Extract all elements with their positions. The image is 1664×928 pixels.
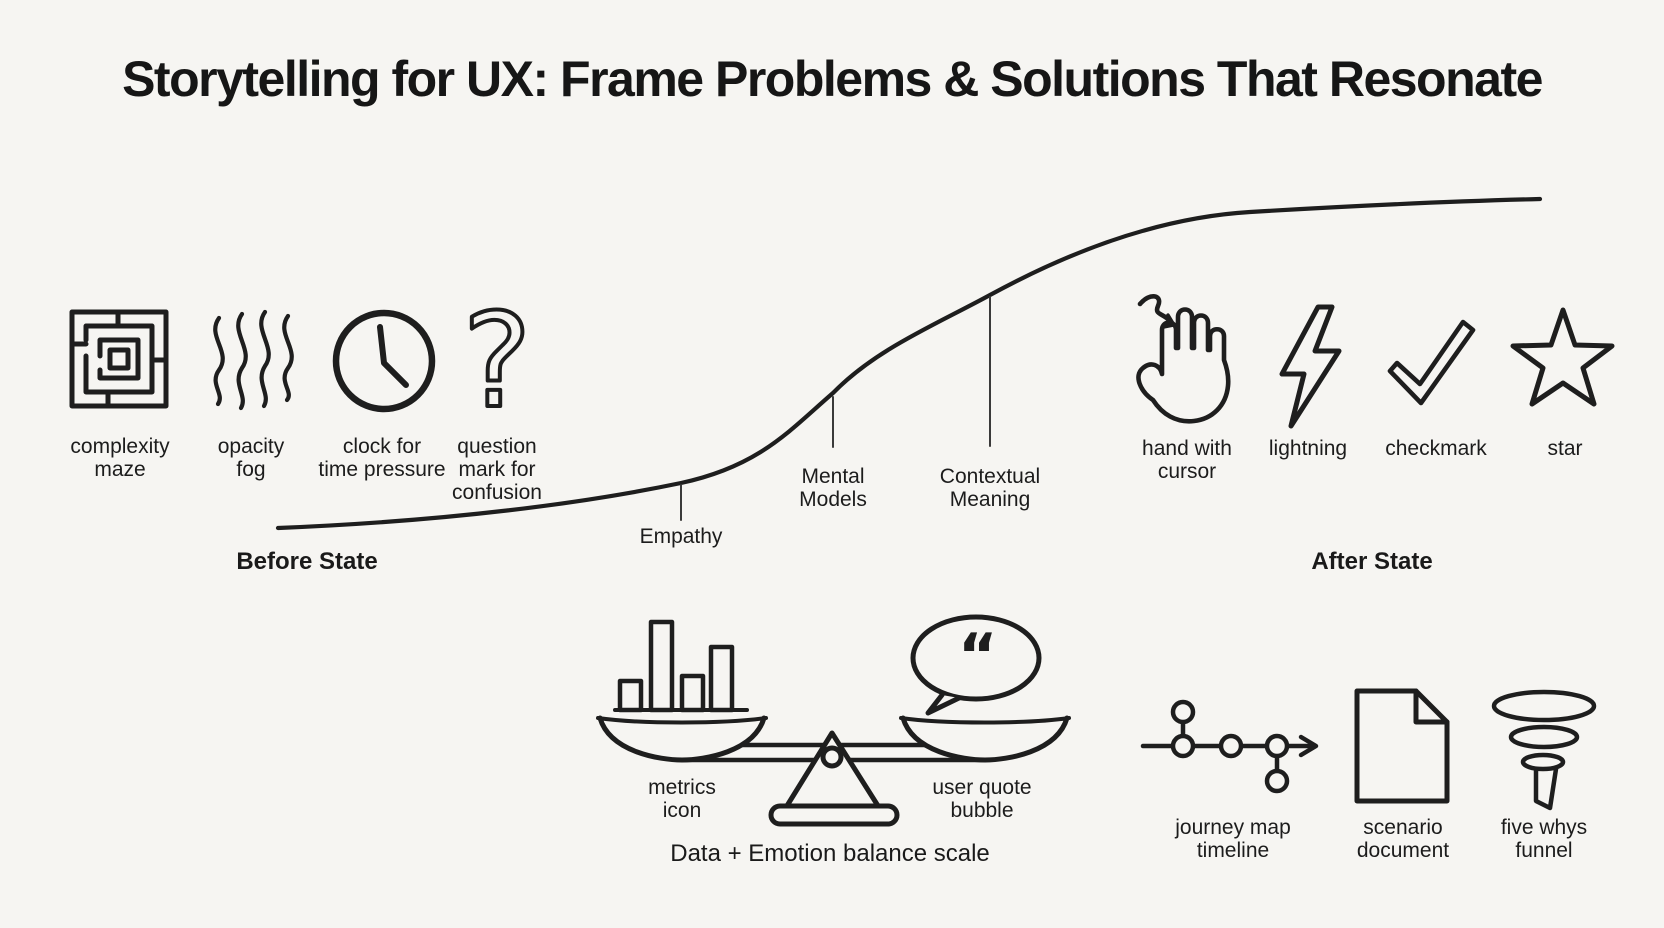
timeline-connectors: [1180, 719, 1280, 774]
scale-left-pan-rim: [596, 716, 768, 725]
fog-icon: [213, 309, 294, 411]
metrics-bars-icon: [613, 619, 749, 713]
bubble-tail: [925, 692, 962, 716]
label-lightning: lightning: [1268, 437, 1348, 460]
maze-ring-2: [97, 337, 141, 381]
cursor-squiggle: [1137, 294, 1173, 324]
quote-bubble-icon: “: [910, 614, 1042, 716]
scale-right-pan-rim: [899, 716, 1071, 725]
label-metrics-icon: metrics icon: [648, 776, 716, 822]
balance-scale-caption: Data + Emotion balance scale: [670, 840, 990, 867]
label-journey-map-timeline: journey map timeline: [1175, 816, 1291, 862]
label-five-whys-funnel: five whys funnel: [1500, 816, 1588, 862]
maze-ring-1: [83, 323, 155, 395]
clock-face: [332, 309, 436, 413]
maze-icon: [69, 309, 169, 409]
label-mental-models: Mental Models: [799, 465, 867, 511]
scale-left-pan: [597, 715, 767, 763]
clock-icon: [332, 309, 436, 413]
label-hand-with-cursor: hand with cursor: [1142, 437, 1232, 483]
label-star: star: [1547, 437, 1583, 460]
hand-with-cursor-icon: [1136, 294, 1231, 424]
journey-map-timeline-icon: [1140, 699, 1319, 794]
document-fold: [1413, 688, 1450, 725]
timeline-arrowhead: [1298, 734, 1319, 758]
scale-pivot: [820, 745, 844, 769]
checkmark-icon: [1387, 319, 1476, 406]
label-empathy: Empathy: [639, 525, 723, 548]
scale-foot: [768, 803, 900, 827]
page-title: Storytelling for UX: Frame Problems & So…: [122, 51, 1543, 107]
after-state-label: After State: [1311, 548, 1433, 575]
clock-hands: [377, 324, 409, 388]
funnel-spout: [1533, 766, 1559, 811]
scenario-document-icon: [1354, 688, 1450, 804]
milestone-ticks: [680, 296, 991, 521]
label-contextual-meaning: Contextual Meaning: [939, 465, 1041, 511]
maze-stubs: [69, 309, 169, 409]
bubble-quote-glyph: “: [958, 621, 997, 691]
before-state-label: Before State: [236, 548, 378, 575]
lightning-icon: [1279, 304, 1342, 429]
label-time-pressure-clock: clock for time pressure: [318, 435, 446, 481]
maze-center-box: [107, 347, 131, 371]
balance-scale: [596, 715, 1071, 827]
s-curve: [275, 196, 1543, 531]
hand-outline: [1136, 307, 1231, 424]
label-opacity-fog: opacity fog: [217, 435, 285, 481]
bubble-body: [910, 614, 1042, 702]
label-complexity-maze: complexity maze: [70, 435, 170, 481]
label-checkmark: checkmark: [1385, 437, 1487, 460]
document-outline: [1354, 688, 1450, 804]
label-user-quote-bubble: user quote bubble: [932, 776, 1032, 822]
label-confusion-question-mark: question mark for confusion: [452, 435, 542, 504]
label-scenario-document: scenario document: [1356, 816, 1450, 862]
scale-right-pan: [900, 715, 1070, 763]
question-mark-icon: ?: [463, 285, 532, 437]
star-icon: [1510, 307, 1615, 407]
five-whys-funnel-icon: [1491, 689, 1597, 811]
